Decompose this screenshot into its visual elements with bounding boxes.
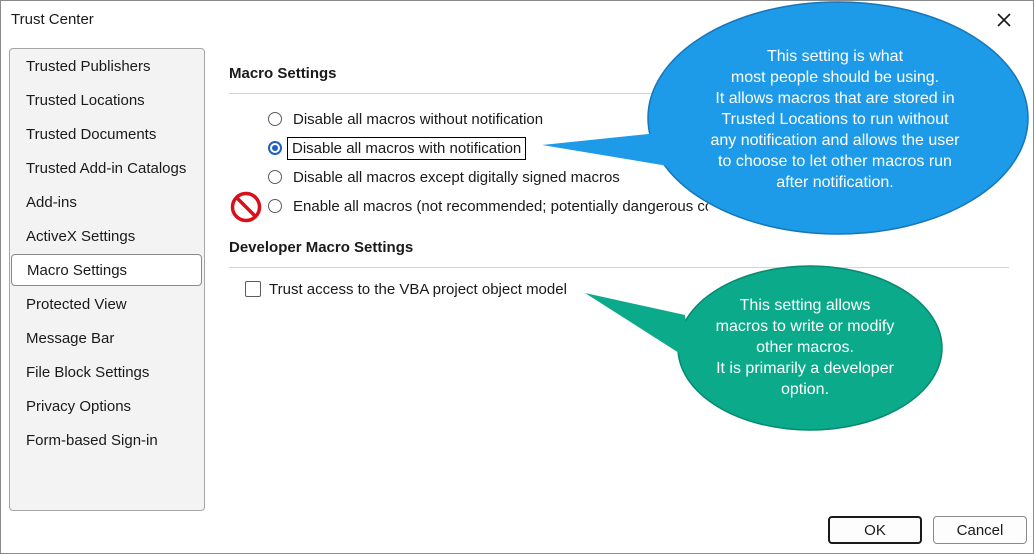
callout-line: option.	[780, 381, 830, 398]
sidebar-item-activex-settings[interactable]: ActiveX Settings	[26, 228, 136, 245]
radio-disable-with-notification[interactable]: Disable all macros with notification	[268, 136, 527, 160]
cancel-button[interactable]: Cancel	[933, 516, 1027, 544]
sidebar-nav: Trusted Publishers Trusted Locations Tru…	[9, 48, 205, 511]
sidebar-item-privacy-options[interactable]: Privacy Options	[26, 398, 132, 415]
no-entry-icon	[230, 191, 262, 223]
sidebar-item-trusted-documents[interactable]: Trusted Documents	[26, 126, 157, 143]
callout-line: to choose to let other macros run	[718, 153, 952, 170]
radio-button[interactable]	[268, 170, 282, 184]
trust-vba-checkbox-row[interactable]: Trust access to the VBA project object m…	[245, 278, 567, 300]
developer-settings-divider	[229, 267, 1009, 268]
callout-line: This setting allows	[739, 297, 871, 314]
radio-disable-except-signed[interactable]: Disable all macros except digitally sign…	[268, 166, 622, 188]
macro-settings-heading: Macro Settings	[229, 65, 337, 82]
sidebar-item-file-block-settings[interactable]: File Block Settings	[26, 364, 150, 381]
callout-line: most people should be using.	[730, 69, 940, 86]
radio-disable-without-notification[interactable]: Disable all macros without notification	[268, 108, 545, 130]
radio-label: Enable all macros (not recommended; pote…	[293, 197, 708, 215]
radio-button[interactable]	[268, 199, 282, 213]
green-callout-text: This setting allows macros to write or m…	[680, 295, 930, 400]
radio-label: Disable all macros with notification	[287, 136, 527, 160]
radio-enable-all-macros[interactable]: Enable all macros (not recommended; pote…	[268, 195, 708, 217]
sidebar-item-macro-settings[interactable]: Macro Settings	[11, 254, 202, 286]
callout-line: other macros.	[756, 339, 854, 356]
radio-button[interactable]	[268, 112, 282, 126]
close-icon	[997, 13, 1011, 27]
sidebar-item-protected-view[interactable]: Protected View	[26, 296, 127, 313]
ok-button[interactable]: OK	[828, 516, 922, 544]
sidebar-item-form-based-signin[interactable]: Form-based Sign-in	[26, 432, 158, 449]
sidebar-item-trusted-publishers[interactable]: Trusted Publishers	[26, 58, 151, 75]
callout-line: any notification and allows the user	[710, 132, 960, 149]
callout-line: Trusted Locations to run without	[721, 111, 949, 128]
trust-vba-checkbox[interactable]	[245, 281, 261, 297]
sidebar-item-trusted-addin-catalogs[interactable]: Trusted Add-in Catalogs	[26, 160, 187, 177]
blue-callout-text: This setting is what most people should …	[670, 46, 1000, 193]
dialog-title: Trust Center	[11, 11, 94, 28]
callout-line: macros to write or modify	[715, 318, 895, 335]
macro-settings-divider	[229, 93, 1009, 94]
radio-button-selected[interactable]	[268, 141, 282, 155]
sidebar-item-addins[interactable]: Add-ins	[26, 194, 77, 211]
sidebar-item-trusted-locations[interactable]: Trusted Locations	[26, 92, 145, 109]
trust-vba-label: Trust access to the VBA project object m…	[269, 280, 567, 298]
developer-macro-settings-heading: Developer Macro Settings	[229, 239, 414, 256]
radio-label: Disable all macros without notification	[293, 110, 544, 128]
callout-line: It allows macros that are stored in	[715, 90, 955, 107]
close-button[interactable]	[991, 7, 1017, 33]
radio-label: Disable all macros except digitally sign…	[293, 168, 620, 186]
callout-line: This setting is what	[766, 48, 904, 65]
callout-line: after notification.	[776, 174, 894, 191]
callout-line: It is primarily a developer	[716, 360, 894, 377]
sidebar-item-message-bar[interactable]: Message Bar	[26, 330, 115, 347]
